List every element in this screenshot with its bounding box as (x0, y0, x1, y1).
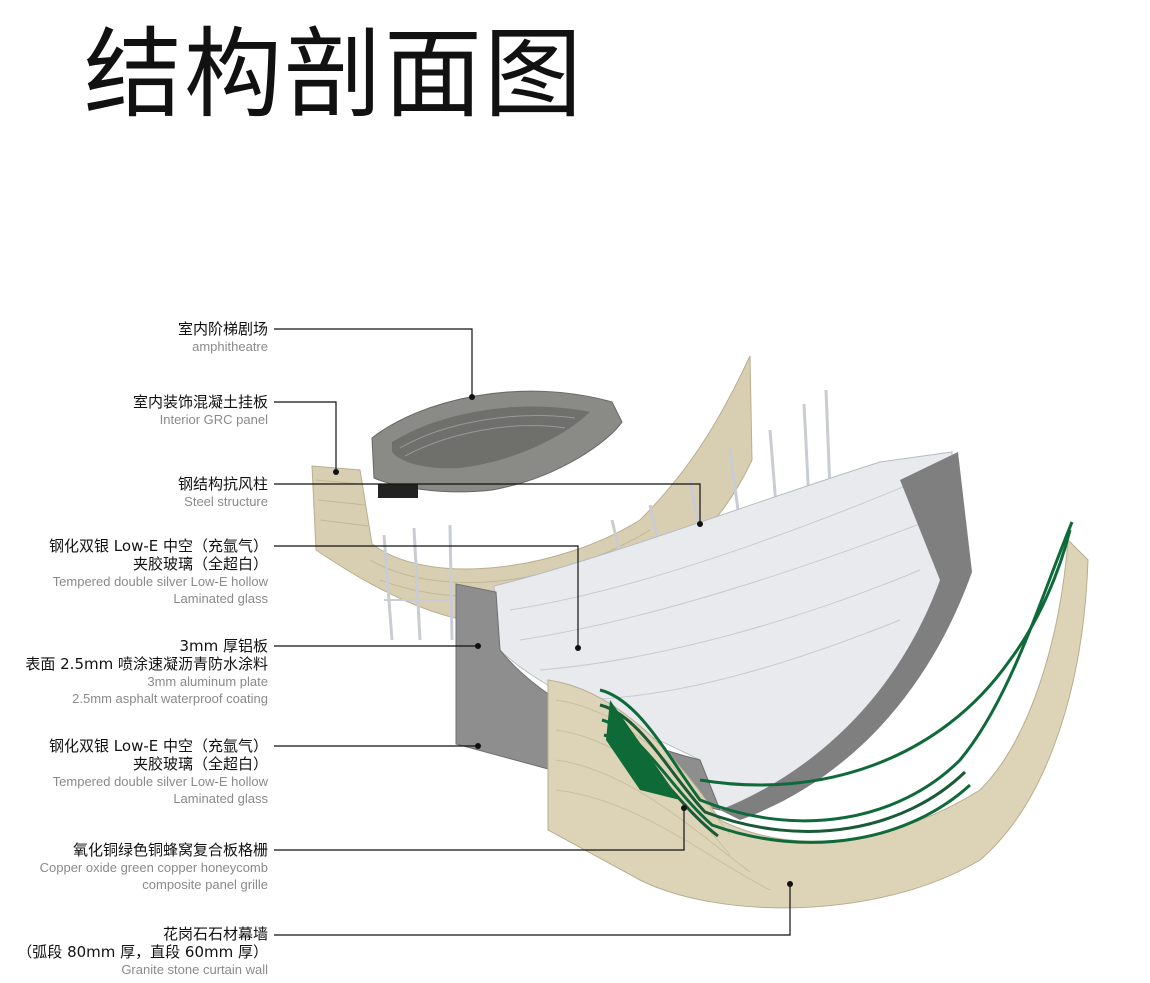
label-en: Granite stone curtain wall (121, 962, 268, 977)
label-zh: 室内阶梯剧场 (177, 320, 268, 338)
label-en: Tempered double silver Low-E hollow (52, 774, 268, 789)
label-grc-panel: 室内装饰混凝土挂板 Interior GRC panel (133, 393, 268, 428)
label-en: 3mm aluminum plate (147, 674, 268, 689)
label-copper-grille: 氧化铜绿色铜蜂窝复合板格栅 Copper oxide green copper … (40, 841, 268, 893)
copper-grille (599, 521, 1074, 844)
label-glass-1: 钢化双银 Low-E 中空（充氩气） 夹胶玻璃（全超白） Tempered do… (49, 537, 268, 607)
label-en: Laminated glass (173, 791, 268, 806)
label-en: Tempered double silver Low-E hollow (52, 574, 268, 589)
label-en: 2.5mm asphalt waterproof coating (72, 691, 268, 706)
label-zh: 钢结构抗风柱 (177, 475, 268, 493)
label-zh: 夹胶玻璃（全超白） (132, 555, 268, 573)
label-zh: 室内装饰混凝土挂板 (132, 393, 268, 411)
label-zh: 花岗石石材幕墙 (162, 925, 268, 943)
label-glass-2: 钢化双银 Low-E 中空（充氩气） 夹胶玻璃（全超白） Tempered do… (49, 737, 268, 807)
label-aluminum-plate: 3mm 厚铝板 表面 2.5mm 喷涂速凝沥青防水涂料 3mm aluminum… (25, 637, 268, 707)
amphitheatre-bowl (371, 390, 623, 498)
label-zh: （弧段 80mm 厚，直段 60mm 厚） (17, 943, 268, 961)
label-en: Steel structure (184, 494, 268, 509)
label-en: Copper oxide green copper honeycomb (39, 860, 268, 875)
label-en: Interior GRC panel (159, 412, 268, 427)
label-granite-wall: 花岗石石材幕墙 （弧段 80mm 厚，直段 60mm 厚） Granite st… (17, 925, 268, 978)
label-en: composite panel grille (142, 877, 268, 892)
label-en: Laminated glass (173, 591, 268, 606)
leader-dots (333, 394, 793, 887)
label-zh: 夹胶玻璃（全超白） (132, 755, 268, 773)
label-en: amphitheatre (192, 339, 268, 354)
label-zh: 3mm 厚铝板 (179, 637, 268, 655)
leader-lines (274, 328, 791, 936)
label-amphitheatre: 室内阶梯剧场 amphitheatre (178, 320, 268, 355)
label-zh: 表面 2.5mm 喷涂速凝沥青防水涂料 (25, 655, 268, 673)
label-zh: 氧化铜绿色铜蜂窝复合板格栅 (72, 841, 268, 859)
page-title: 结构剖面图 (84, 18, 585, 132)
label-steel-structure: 钢结构抗风柱 Steel structure (178, 475, 268, 510)
label-zh: 钢化双银 Low-E 中空（充氩气） (49, 737, 268, 755)
label-zh: 钢化双银 Low-E 中空（充氩气） (49, 537, 268, 555)
